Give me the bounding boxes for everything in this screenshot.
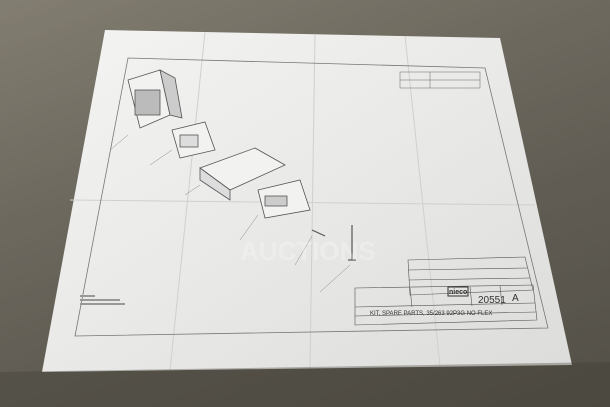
paper-folds — [69, 31, 536, 371]
notes-text-lines — [80, 295, 125, 305]
part-module — [171, 121, 216, 159]
part-transformer — [127, 69, 183, 129]
drawing-border — [74, 57, 549, 337]
drawing-title: KIT, SPARE PARTS, 35/263 92P3G NO FLEX — [370, 311, 492, 317]
part-probes — [311, 225, 356, 261]
logo-text: nieco — [449, 289, 467, 296]
revision-letter: A — [512, 293, 519, 304]
title-block — [354, 256, 538, 326]
shadow — [0, 362, 610, 407]
drawing-number: 20551 — [478, 295, 506, 306]
part-controller — [199, 147, 286, 201]
nieco-logo — [447, 286, 469, 297]
watermark-text: AUCTIONS — [240, 236, 376, 266]
revision-table — [399, 71, 481, 89]
part-display — [257, 179, 311, 219]
leader-lines — [109, 134, 351, 293]
